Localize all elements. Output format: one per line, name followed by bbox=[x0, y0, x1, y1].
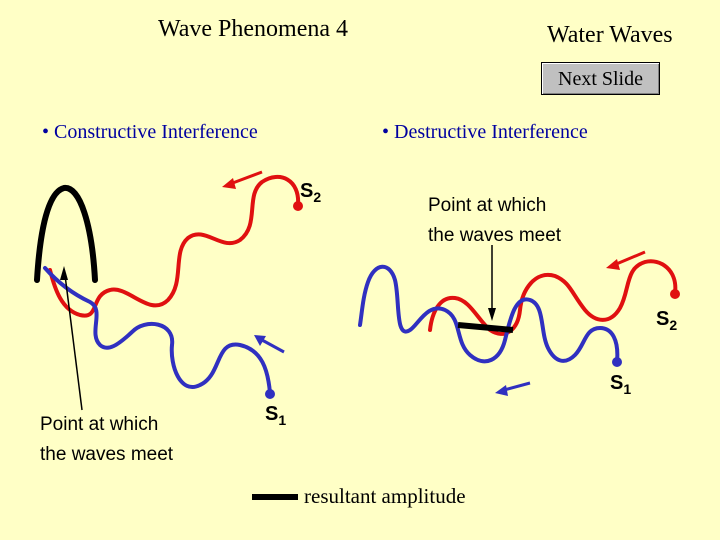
constructive-s2-label: S2 bbox=[300, 180, 322, 205]
destructive-red-wave bbox=[428, 259, 678, 336]
constructive-meet-label: Point at which the waves meet bbox=[40, 414, 174, 465]
constructive-heading: • Constructive Interference bbox=[42, 121, 258, 143]
constructive-blue-arrow bbox=[254, 335, 285, 354]
destructive-s2-label: S2 bbox=[656, 308, 678, 333]
destructive-blue-arrow bbox=[495, 381, 531, 396]
destructive-meet-label: Point at which the waves meet bbox=[428, 195, 562, 246]
constructive-s1-label: S1 bbox=[265, 403, 287, 428]
constructive-red-arrow bbox=[222, 170, 263, 189]
destructive-s1-label: S1 bbox=[610, 372, 632, 397]
destructive-meet-pointer bbox=[488, 245, 496, 321]
constructive-red-wave bbox=[48, 175, 301, 318]
destructive-s2-dot bbox=[670, 289, 680, 299]
destructive-blue-wave bbox=[358, 264, 620, 364]
constructive-meet-pointer bbox=[60, 266, 83, 411]
constructive-s1-dot bbox=[265, 389, 275, 399]
destructive-resultant-bar bbox=[457, 322, 514, 333]
slide-subtitle: Water Waves bbox=[547, 22, 673, 48]
constructive-resultant-arch bbox=[34, 185, 98, 283]
slide-title: Wave Phenomena 4 bbox=[158, 16, 349, 42]
destructive-s1-dot bbox=[612, 357, 622, 367]
destructive-red-arrow bbox=[606, 250, 646, 270]
resultant-legend-label: resultant amplitude bbox=[304, 484, 466, 508]
constructive-blue-wave bbox=[43, 266, 272, 395]
next-slide-button[interactable]: Next Slide bbox=[541, 62, 660, 95]
constructive-s2-dot bbox=[293, 201, 303, 211]
destructive-heading: • Destructive Interference bbox=[382, 121, 588, 143]
